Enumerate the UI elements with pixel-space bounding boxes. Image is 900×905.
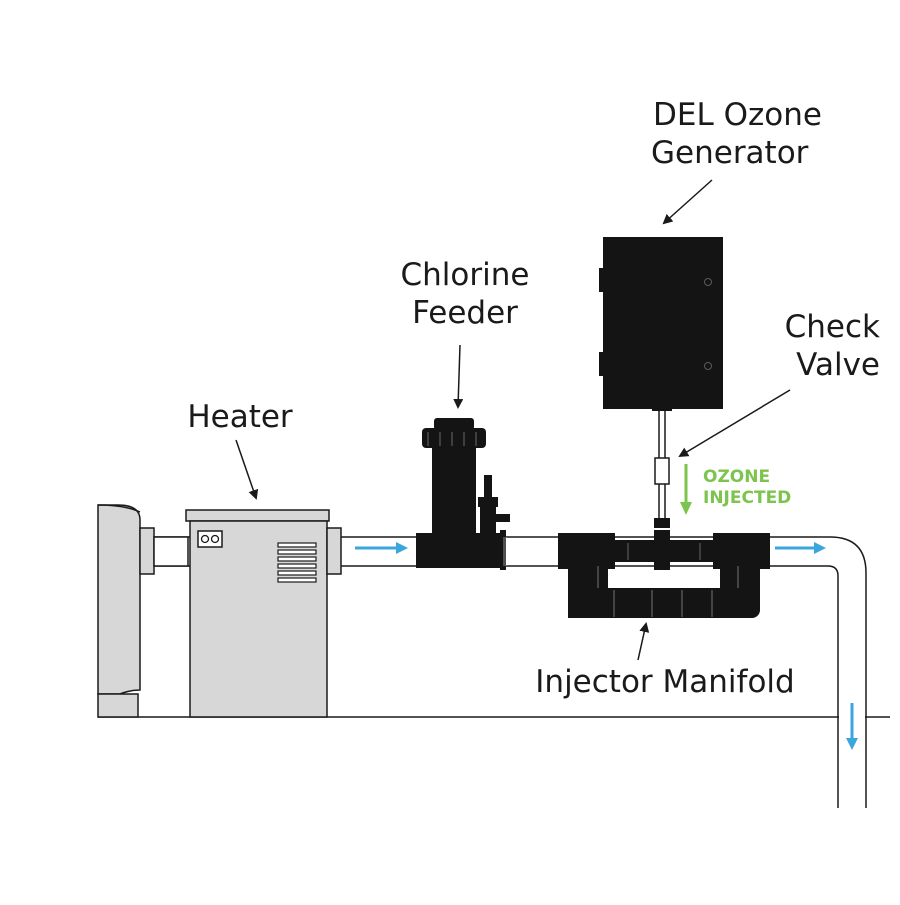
pump [97, 504, 189, 718]
ozone-injected-label-line-2: INJECTED [703, 488, 792, 508]
ozone-generator-label: DEL Ozone Generator [645, 96, 830, 172]
flow-arrow-1 [355, 542, 408, 554]
heater-label: Heater [170, 398, 310, 436]
injector-manifold-pointer [637, 622, 650, 661]
flow-arrow-2 [775, 542, 826, 554]
injector-manifold-label: Injector Manifold [520, 663, 810, 701]
ozone-injected-label-line-1: OZONE [703, 467, 771, 487]
check-valve-pointer [678, 389, 791, 458]
heater [185, 509, 342, 718]
ozone-generator-label-line-2: Generator [651, 135, 809, 171]
injector-manifold [558, 530, 770, 618]
check-valve-label: Check Valve [750, 308, 880, 384]
flow-arrow-down [846, 703, 858, 750]
chlorine-feeder-pointer [453, 344, 464, 409]
chlorine-feeder-label: Chlorine Feeder [385, 256, 545, 332]
ozone-injected-label: OZONE INJECTED [703, 467, 791, 509]
ozone-injected-arrow [680, 464, 692, 515]
chlorine-feeder [416, 418, 510, 570]
heater-pointer [235, 439, 259, 500]
ozone-generator-pointer [662, 179, 713, 225]
heater-label-text: Heater [187, 399, 293, 435]
check-valve-label-line-1: Check [784, 309, 880, 345]
injector-manifold-label-text: Injector Manifold [535, 664, 795, 700]
ozone-generator-label-line-1: DEL Ozone [653, 97, 822, 133]
chlorine-feeder-label-line-1: Chlorine [400, 257, 530, 293]
heater-vent [277, 542, 317, 583]
check-valve [654, 409, 670, 528]
check-valve-label-line-2: Valve [796, 347, 880, 383]
ozone-generator [599, 237, 723, 411]
chlorine-feeder-label-line-2: Feeder [412, 295, 518, 331]
